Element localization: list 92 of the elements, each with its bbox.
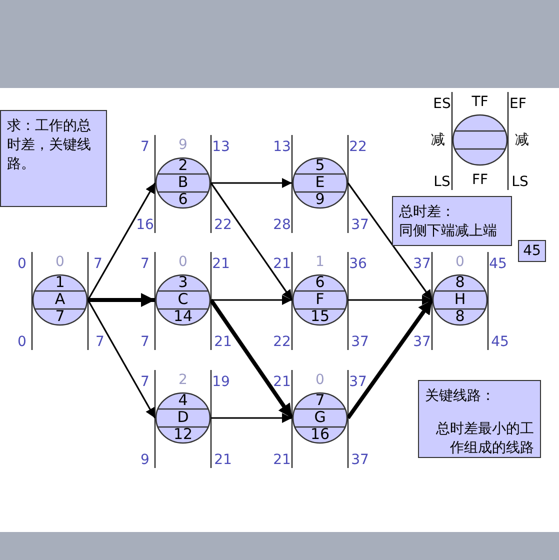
parameter-label: TF	[472, 94, 488, 110]
time-value: 7	[96, 334, 104, 350]
arrow	[211, 295, 292, 305]
time-value: 21	[273, 374, 291, 390]
node-label: 6	[178, 191, 188, 208]
time-value: 19	[212, 374, 230, 390]
node-label: 14	[173, 308, 193, 325]
arrow	[346, 298, 434, 420]
time-value: 13	[212, 139, 230, 155]
time-value: 2	[178, 372, 188, 388]
parameter-label: ES	[433, 96, 451, 112]
parameter-label: FF	[472, 172, 488, 188]
node-label: F	[316, 291, 324, 308]
time-value: 21	[214, 452, 232, 468]
node-label: D	[177, 409, 189, 426]
time-value: 0	[456, 254, 464, 270]
time-value: 16	[136, 217, 154, 233]
arrow	[88, 293, 155, 307]
note-box	[418, 380, 541, 458]
time-value: 7	[140, 334, 150, 350]
node-label: E	[315, 174, 325, 191]
time-value: 0	[18, 334, 26, 350]
time-value: 7	[94, 256, 102, 272]
node-label: 1	[55, 274, 65, 291]
arrow	[210, 182, 293, 300]
time-value: 1	[316, 254, 324, 270]
time-value: 28	[273, 217, 291, 233]
note-heading: 总时差：	[399, 203, 456, 222]
note-text: 45	[522, 242, 542, 261]
parameter-label: EF	[510, 96, 526, 112]
parameter-label: LS	[512, 174, 528, 190]
node-label: C	[178, 291, 188, 308]
time-value: 0	[316, 372, 324, 388]
node-label: 7	[315, 392, 325, 409]
time-value: 37	[351, 217, 369, 233]
time-value: 7	[140, 139, 150, 155]
time-value: 9	[140, 452, 150, 468]
time-value: 7	[140, 256, 150, 272]
time-value: 45	[491, 334, 509, 350]
node-label: 5	[315, 157, 325, 174]
arrow	[209, 298, 294, 420]
node-label: 8	[455, 274, 465, 291]
time-value: 7	[140, 374, 150, 390]
time-value: 37	[349, 374, 367, 390]
parameter-label: LS	[434, 174, 450, 190]
time-value: 45	[489, 256, 507, 272]
time-value: 36	[349, 256, 367, 272]
time-value: 13	[273, 139, 291, 155]
node-label: H	[454, 291, 466, 308]
node-label: 4	[178, 392, 188, 409]
time-value: 37	[413, 256, 431, 272]
time-value: 22	[349, 139, 367, 155]
node-label: G	[314, 409, 326, 426]
arrow	[348, 295, 432, 305]
time-value: 37	[413, 334, 431, 350]
node-label: 16	[310, 426, 330, 443]
arrow	[211, 178, 292, 188]
time-value: 9	[178, 137, 188, 153]
arrow	[347, 182, 433, 300]
node-label: 9	[315, 191, 325, 208]
time-value: 21	[214, 334, 232, 350]
time-value: 21	[273, 452, 291, 468]
node-label: 3	[178, 274, 188, 291]
time-value: 0	[178, 254, 188, 270]
node-label: 15	[310, 308, 330, 325]
note-text: 总时差最小的工作组成的线路	[435, 420, 534, 458]
note-box	[0, 110, 107, 207]
parameter-label: 减	[431, 132, 445, 148]
time-value: 22	[214, 217, 232, 233]
node-label: 6	[315, 274, 325, 291]
time-value: 37	[351, 334, 369, 350]
time-value: 37	[351, 452, 369, 468]
arrow	[87, 182, 156, 300]
time-value: 0	[56, 254, 64, 270]
note-heading: 关键线路：	[425, 387, 496, 406]
node-label: 8	[455, 308, 465, 325]
time-value: 21	[212, 256, 230, 272]
node-label: 7	[55, 308, 65, 325]
time-value: 0	[18, 256, 26, 272]
node-label: A	[54, 291, 66, 308]
note-box	[518, 240, 546, 262]
arrow	[87, 300, 156, 418]
arrow	[211, 413, 292, 423]
note-box	[392, 196, 512, 246]
note-text: 同侧下端减上端	[399, 222, 498, 241]
node-label: 2	[178, 157, 188, 174]
note-text: 求：工作的总时差，关键线路。	[7, 117, 92, 174]
time-value: 22	[273, 334, 291, 350]
parameter-label: 减	[515, 132, 529, 148]
node-label: B	[178, 174, 188, 191]
node-label: 12	[173, 426, 193, 443]
time-value: 21	[273, 256, 291, 272]
